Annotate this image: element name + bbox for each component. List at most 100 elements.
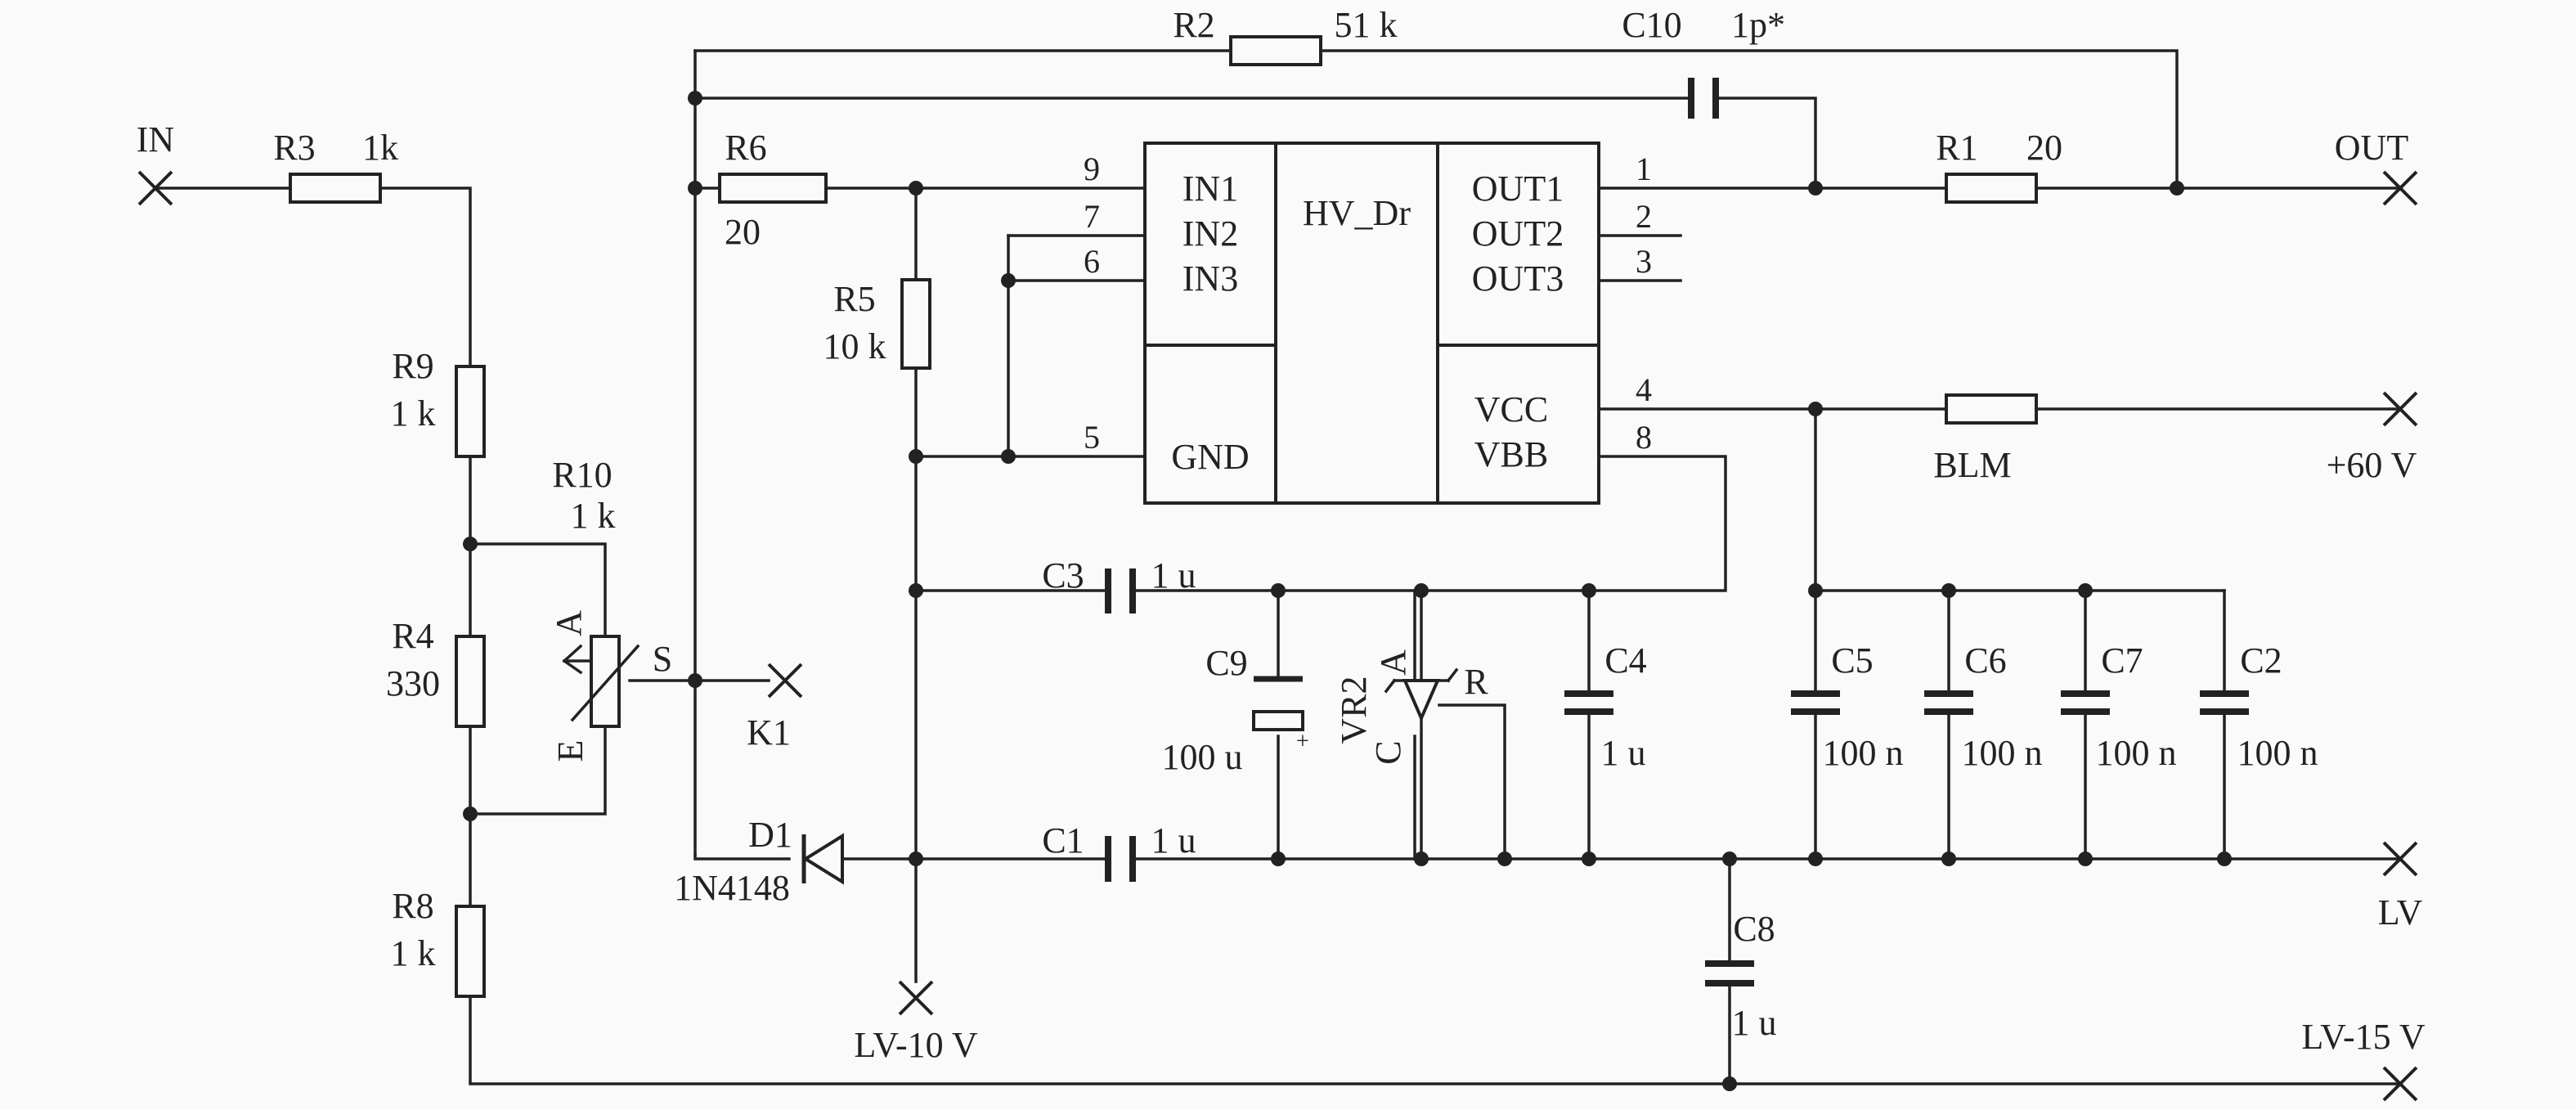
label-k1: K1: [747, 712, 791, 753]
label-c8-ref: C8: [1733, 909, 1775, 949]
diodes: [801, 589, 1459, 885]
label-r2-val: 51 k: [1335, 5, 1398, 45]
ic-vbb: VBB: [1474, 434, 1548, 474]
label-r1-ref: R1: [1936, 128, 1977, 168]
label-lv10: LV-10 V: [854, 1025, 977, 1065]
label-vr2-ref: VR2: [1334, 676, 1374, 744]
label-r6-ref: R6: [725, 128, 766, 168]
pin-6: 6: [1084, 243, 1100, 280]
resistor-r6: [718, 173, 828, 204]
label-c6-ref: C6: [1964, 640, 2006, 681]
terminals: [137, 170, 2418, 1102]
resistor-r5: [900, 278, 931, 370]
terminal-60v-mark: [2382, 391, 2418, 427]
ic-in3: IN3: [1183, 258, 1238, 299]
ic-in2: IN2: [1183, 213, 1238, 254]
c9-polarity: +: [1296, 729, 1309, 754]
label-c1-val: 1 u: [1151, 820, 1196, 861]
terminal-k1-mark: [767, 663, 803, 699]
resistors: [289, 35, 2038, 998]
pin-8: 8: [1636, 419, 1652, 456]
ic-in1: IN1: [1183, 169, 1238, 209]
label-c2-val: 100 n: [2237, 733, 2318, 773]
label-r10-s: S: [653, 639, 672, 679]
label-c4-val: 1 u: [1601, 733, 1646, 773]
terminal-out-mark: [2382, 170, 2418, 206]
labels: IN OUT +60 V LV LV-15 V LV-10 V K1 R3 1k…: [137, 5, 2426, 1065]
label-lv15: LV-15 V: [2301, 1017, 2425, 1057]
terminal-in-mark: [137, 170, 173, 206]
ic-vcc: VCC: [1474, 389, 1548, 429]
potentiometer-wiper: [570, 644, 640, 722]
terminal-lv10-mark: [898, 980, 934, 1016]
label-vr2-r: R: [1464, 662, 1488, 702]
label-r3-ref: R3: [273, 128, 315, 168]
label-r6-val: 20: [725, 212, 761, 252]
pin-4: 4: [1636, 371, 1652, 408]
label-r10-e: E: [550, 740, 590, 762]
label-c2-ref: C2: [2240, 640, 2282, 681]
pin-7: 7: [1084, 198, 1100, 235]
junctions: [463, 91, 2232, 1091]
label-c3-val: 1 u: [1151, 555, 1196, 595]
capacitors: +: [1105, 78, 2249, 986]
label-r10-val: 1 k: [571, 496, 616, 536]
resistor-r8: [455, 905, 486, 998]
label-lv: LV: [2378, 892, 2423, 932]
resistor-r2: [1229, 35, 1322, 66]
label-r9-ref: R9: [392, 346, 433, 386]
ic-out3: OUT3: [1472, 258, 1564, 299]
ic-gnd: GND: [1171, 437, 1249, 477]
label-c7-ref: C7: [2101, 640, 2143, 681]
ic-out2: OUT2: [1472, 213, 1564, 254]
hv-driver-ic: HV_Dr IN1 IN2 IN3 GND OUT1 OUT2 OUT3 VCC…: [1084, 142, 1652, 505]
label-r5-ref: R5: [833, 279, 875, 319]
resistor-r1: [1945, 173, 2038, 204]
shunt-regulator-vr2: [1402, 679, 1441, 723]
terminal-lv-mark: [2382, 841, 2418, 877]
label-r8-ref: R8: [392, 886, 433, 926]
label-blm: BLM: [1933, 445, 2011, 485]
resistor-blm: [1945, 393, 2038, 425]
label-c10-ref: C10: [1622, 5, 1681, 45]
resistor-r4: [455, 635, 486, 728]
pin-5: 5: [1084, 419, 1100, 456]
label-r3-val: 1k: [362, 128, 398, 168]
label-c8-val: 1 u: [1732, 1003, 1777, 1043]
label-c5-ref: C5: [1831, 640, 1873, 681]
diode-d1: [802, 833, 844, 885]
resistor-r9: [455, 365, 486, 458]
pin-1: 1: [1636, 151, 1652, 187]
label-r1-val: 20: [2026, 128, 2062, 168]
label-r10-ref: R10: [552, 455, 612, 495]
label-c5-val: 100 n: [1823, 733, 1904, 773]
pin-9: 9: [1084, 151, 1100, 187]
label-r4-ref: R4: [392, 616, 433, 656]
label-r2-ref: R2: [1173, 5, 1214, 45]
potentiometer-arrow: [562, 644, 592, 675]
label-c7-val: 100 n: [2096, 733, 2177, 773]
label-c10-val: 1p*: [1731, 5, 1785, 45]
resistor-r3: [289, 173, 382, 204]
label-c1-ref: C1: [1042, 820, 1084, 861]
label-r10-a: A: [549, 610, 589, 636]
wires: [154, 49, 2402, 1085]
label-r8-val: 1 k: [391, 933, 436, 973]
capacitor-c9-electrolytic: [1252, 710, 1304, 731]
label-c9-val: 100 u: [1162, 737, 1243, 777]
pin-3: 3: [1636, 243, 1652, 280]
label-in: IN: [137, 119, 174, 160]
label-r4-val: 330: [386, 663, 440, 703]
pin-2: 2: [1636, 198, 1652, 235]
label-c3-ref: C3: [1042, 555, 1084, 595]
label-d1-val: 1N4148: [674, 868, 790, 908]
ic-out1: OUT1: [1472, 169, 1564, 209]
label-r9-val: 1 k: [391, 393, 436, 434]
label-vr2-a: A: [1373, 649, 1413, 676]
label-60v: +60 V: [2327, 445, 2417, 485]
label-c9-ref: C9: [1205, 643, 1247, 683]
label-c6-val: 100 n: [1962, 733, 2043, 773]
label-out: OUT: [2335, 128, 2409, 168]
label-c4-ref: C4: [1604, 640, 1646, 681]
